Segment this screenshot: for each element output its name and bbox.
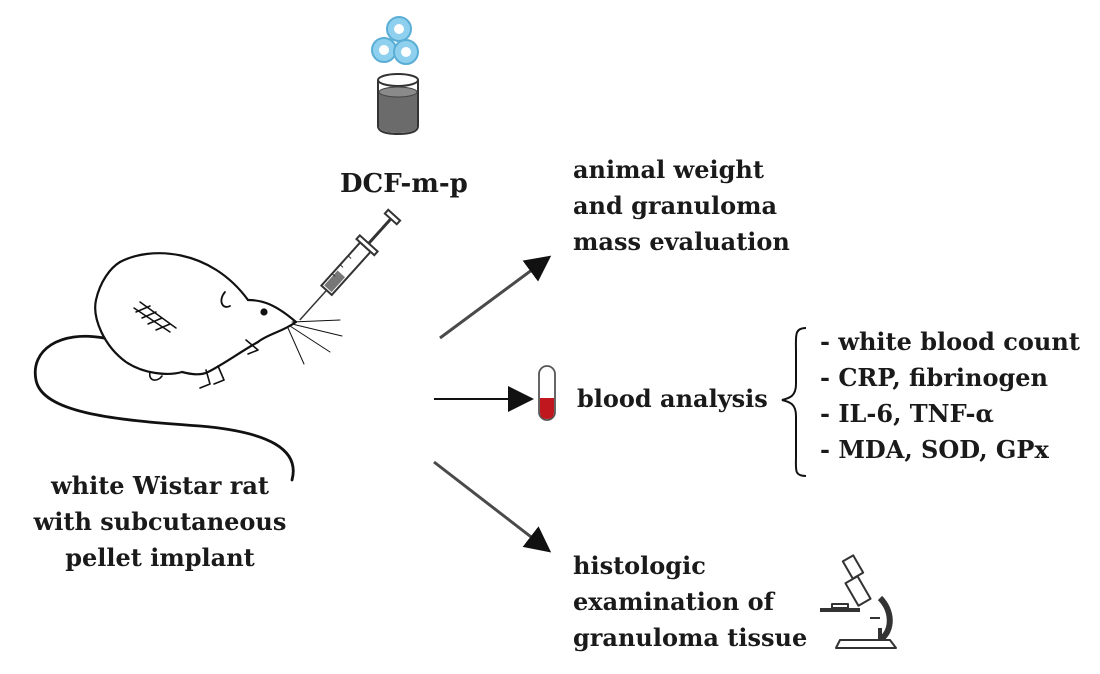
- outcome-histology: histologic examination of granuloma tiss…: [573, 548, 807, 656]
- outcome-blood: blood analysis: [577, 381, 768, 417]
- rat-label-line: white Wistar rat: [50, 471, 269, 500]
- outcome-line: animal weight: [573, 155, 764, 184]
- outcome-line: examination of: [573, 587, 774, 616]
- vial-icon: [377, 73, 419, 136]
- outcome-weight: animal weight and granuloma mass evaluat…: [573, 152, 790, 260]
- blood-parameter-item: - MDA, SOD, GPx: [820, 435, 1049, 464]
- arrow-to-histology: [433, 460, 552, 553]
- rat-label-line: pellet implant: [65, 543, 255, 572]
- rat-label-line: with subcutaneous: [33, 507, 287, 536]
- outcome-line: mass evaluation: [573, 227, 790, 256]
- rat-label: white Wistar rat with subcutaneous pelle…: [20, 468, 300, 576]
- drug-label: DCF-m-p: [340, 169, 468, 199]
- microscope-icon: [820, 554, 897, 649]
- outcome-line: granuloma tissue: [573, 623, 808, 652]
- blood-parameter-item: - CRP, fibrinogen: [820, 363, 1048, 392]
- syringe-icon: [299, 208, 402, 321]
- rat-icon: [33, 252, 343, 482]
- outcome-line: histologic: [573, 551, 706, 580]
- blood-parameter-item: - IL-6, TNF-α: [820, 399, 994, 428]
- blood-tube-icon: [538, 365, 556, 421]
- outcome-line: and granuloma: [573, 191, 778, 220]
- outcome-line: blood analysis: [577, 384, 768, 413]
- bracket: [781, 327, 807, 477]
- microparticles-icon: [371, 16, 419, 65]
- arrow-to-weight: [439, 255, 552, 340]
- blood-parameter-list: - white blood count - CRP, fibrinogen - …: [820, 324, 1080, 468]
- blood-parameter-item: - white blood count: [820, 327, 1080, 356]
